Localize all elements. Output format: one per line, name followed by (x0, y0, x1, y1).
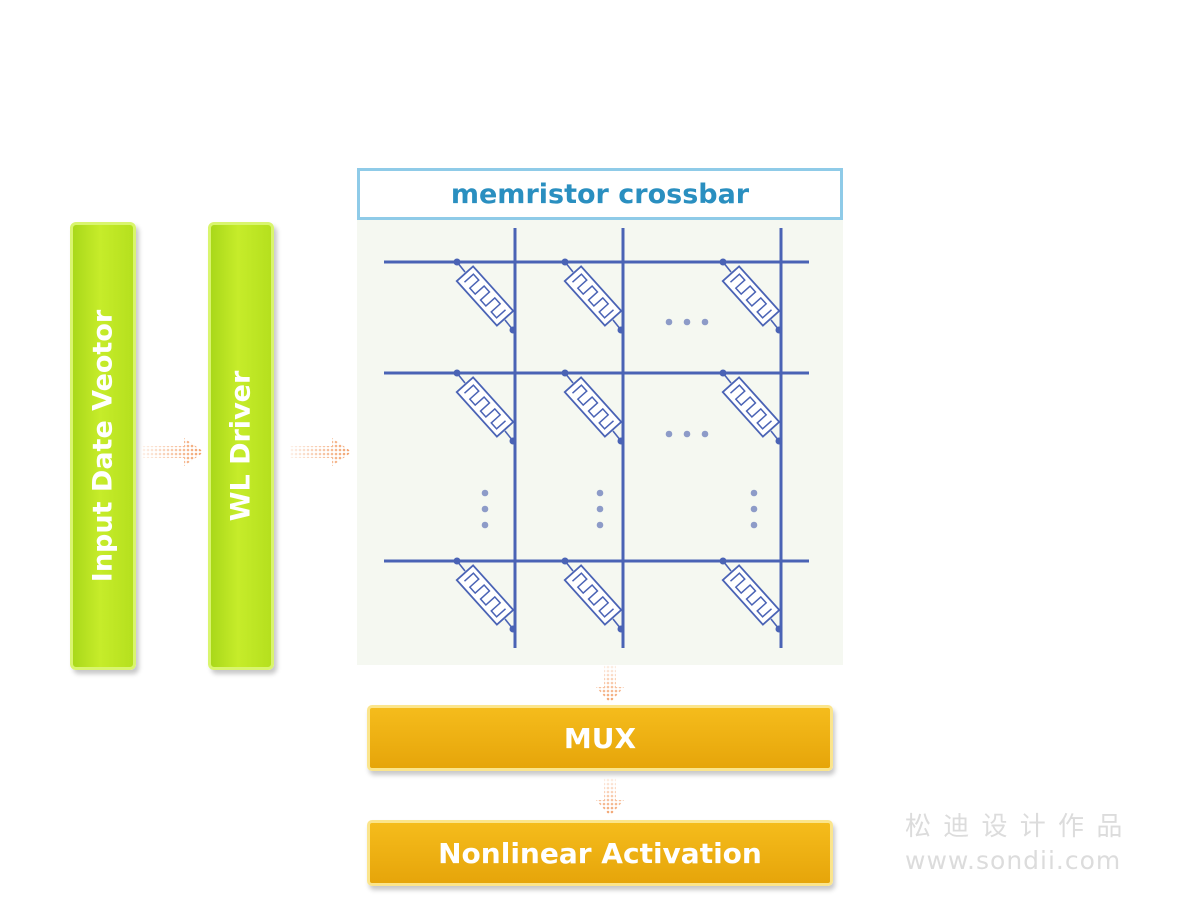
arrow-mux-to-activation (596, 778, 624, 816)
crossbar-title: memristor crossbar (450, 178, 750, 210)
nonlinear-activation-block: Nonlinear Activation (367, 820, 833, 886)
nonlinear-activation-label: Nonlinear Activation (438, 836, 762, 870)
memristor-cell-r3-c2 (561, 557, 625, 633)
crossbar-array (384, 228, 809, 648)
crossbar-title-box: memristor crossbar (357, 168, 843, 220)
watermark-url: www.sondii.com (905, 846, 1122, 875)
memristor-cell-r1-c1 (453, 258, 517, 334)
ellipsis-dot-col-3 (750, 505, 758, 513)
wl-driver-block: WL Driver (208, 222, 274, 670)
ellipsis-dot-row-2 (665, 430, 673, 438)
memristor-cell-r2-c1 (453, 369, 517, 445)
mux-label: MUX (563, 721, 637, 755)
ellipsis-dot-col-2 (596, 489, 604, 497)
mux-block: MUX (367, 705, 833, 771)
ellipsis-dot-col-1 (481, 505, 489, 513)
memristor-cell-r3-c1 (453, 557, 517, 633)
wl-driver-label: WL Driver (225, 370, 257, 522)
arrow-crossbar-to-mux (596, 665, 624, 703)
arrow-driver-to-crossbar (290, 438, 352, 466)
arrow-input-to-driver (142, 438, 204, 466)
input-data-vector-label: Input Date Veotor (87, 309, 119, 583)
memristor-cell-r2-c3 (719, 369, 783, 445)
ellipsis-dot-row-1 (665, 318, 673, 326)
ellipsis-dot-col-2 (596, 505, 604, 513)
ellipsis-dot-col-1 (481, 521, 489, 529)
input-data-vector-block: Input Date Veotor (70, 222, 136, 670)
memristor-cell-r1-c2 (561, 258, 625, 334)
watermark-title: 松 迪 设 计 作 品 (905, 812, 1125, 842)
ellipsis-dot-col-3 (750, 489, 758, 497)
ellipsis-dot-col-2 (596, 521, 604, 529)
memristor-cell-r3-c3 (719, 557, 783, 633)
memristor-cell-r1-c3 (719, 258, 783, 334)
memristor-cell-r2-c2 (561, 369, 625, 445)
ellipsis-dot-row-2 (701, 430, 709, 438)
ellipsis-dot-row-1 (701, 318, 709, 326)
ellipsis-dot-row-1 (683, 318, 691, 326)
ellipsis-dot-col-3 (750, 521, 758, 529)
ellipsis-dot-col-1 (481, 489, 489, 497)
ellipsis-dot-row-2 (683, 430, 691, 438)
